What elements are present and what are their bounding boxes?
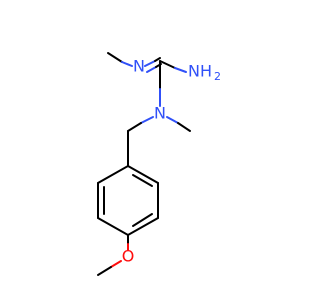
bond-o-methyl	[97, 266, 112, 276]
bond-c-nh2-n	[174, 67, 187, 73]
bond-imine-double-a	[154, 57, 161, 62]
ring-double-2	[132, 213, 153, 227]
atom-label-o-methoxy: O	[122, 247, 135, 266]
atom-label-n-imine: N	[133, 57, 145, 76]
bond-imine-double-b-n	[146, 66, 157, 73]
bond-imine-double-a-n	[144, 60, 156, 67]
bond-amine-methyl-n	[166, 116, 179, 124]
bond-methyl-imine-n	[121, 61, 133, 67]
atom-label-n-amine: N	[154, 104, 166, 123]
bond-o-methyl-red	[110, 260, 122, 268]
structure-canvas: N N NH 2 O	[97, 52, 221, 276]
bond-amine-ch2	[127, 122, 142, 132]
bond-amine-methyl	[177, 122, 191, 132]
atom-label-nh2: NH	[188, 62, 212, 81]
bond-c-nh2	[159, 60, 176, 69]
molecule-structure: N N NH 2 O	[97, 52, 221, 276]
benzene-ring	[97, 164, 159, 237]
ring-double-1	[132, 174, 153, 187]
bond-amine-ch2-n	[140, 116, 154, 124]
bond-methyl-imine	[107, 52, 123, 63]
atom-label-nh2-subscript: 2	[214, 70, 221, 83]
